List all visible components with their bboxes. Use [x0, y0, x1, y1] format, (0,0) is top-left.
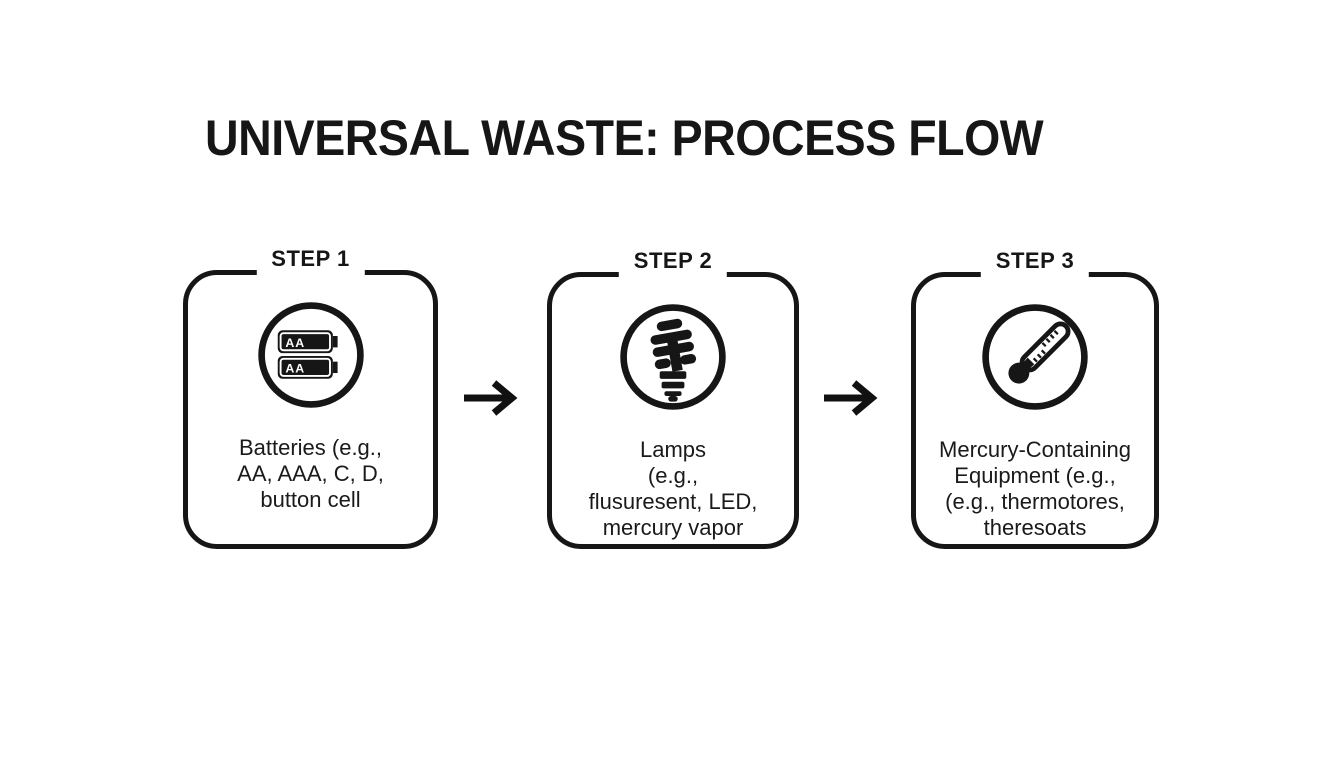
- step-description: Lamps (e.g., flusuresent, LED, mercury v…: [556, 437, 790, 541]
- thermometer-body: [1008, 321, 1071, 384]
- step-label: STEP 3: [980, 248, 1090, 283]
- battery-top: AA: [277, 330, 338, 354]
- thermometer-icon: [978, 300, 1092, 414]
- flow-arrow-icon: [461, 378, 519, 418]
- cfl-bulb-icon: [616, 300, 730, 414]
- step-card-lamps: STEP 2 Lam: [547, 248, 799, 549]
- battery-cell-label-1: AA: [285, 336, 305, 350]
- desc-line: AA, AAA, C, D,: [237, 461, 384, 486]
- desc-line: Batteries (e.g.,: [238, 435, 383, 460]
- desc-line: Lamps: [639, 437, 707, 462]
- battery-cell-label-2: AA: [285, 362, 305, 376]
- page-title: UNIVERSAL WASTE: PROCESS FLOW: [205, 110, 1044, 166]
- step-label: STEP 2: [618, 248, 728, 283]
- battery-icon: AA AA: [254, 298, 368, 412]
- step-card-mercury-equipment: STEP 3: [911, 248, 1159, 549]
- step-card-batteries: STEP 1 AA AA Batteries (e.g.,: [183, 246, 438, 549]
- step-description: Batteries (e.g., AA, AAA, C, D, button c…: [192, 435, 429, 513]
- battery-bottom: AA: [277, 355, 338, 379]
- desc-line: mercury vapor: [602, 515, 744, 540]
- desc-line: (e.g., thermotores,: [945, 489, 1125, 514]
- flow-arrow-icon: [821, 378, 879, 418]
- desc-line: (e.g.,: [647, 463, 699, 488]
- cfl-base: [659, 371, 687, 402]
- desc-line: flusuresent, LED,: [588, 489, 758, 514]
- desc-line: Mercury-Containing: [939, 437, 1131, 462]
- desc-line: button cell: [260, 487, 361, 512]
- step-description: Mercury-Containing Equipment (e.g., (e.g…: [920, 437, 1150, 541]
- cfl-spiral: [650, 318, 697, 372]
- desc-line: Equipment (e.g.,: [954, 463, 1116, 488]
- step-label: STEP 1: [256, 246, 365, 281]
- desc-line: theresoats: [983, 515, 1087, 540]
